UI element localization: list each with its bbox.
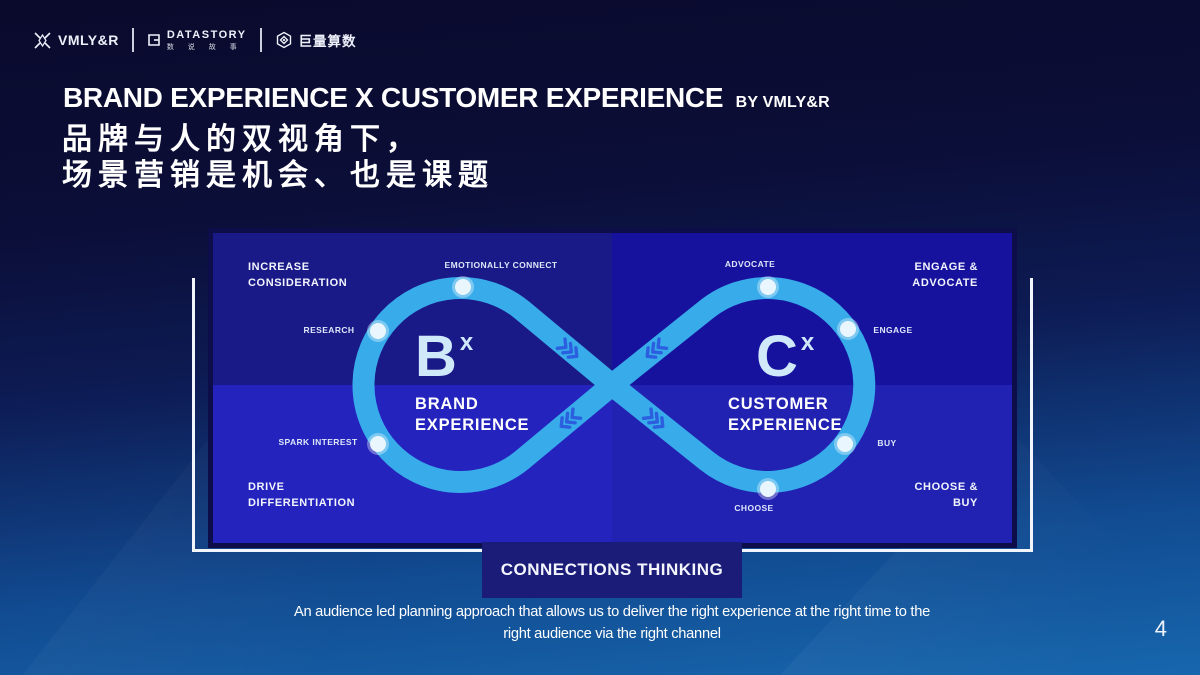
corner-label-line: INCREASE <box>248 261 310 273</box>
corner-label-engage-advocate: ENGAGE & ADVOCATE <box>912 259 978 291</box>
datastory-logo-subtext: 数 说 故 事 <box>166 43 243 51</box>
brand-experience-label: BRAND EXPERIENCE <box>415 394 529 436</box>
juliang-logo-text: 巨量算数 <box>298 34 357 49</box>
connections-thinking-banner: CONNECTIONS THINKING <box>482 542 742 598</box>
logo-divider <box>259 28 262 52</box>
datastory-logo-text: DATASTORY <box>166 28 247 41</box>
logo-bar: VMLY&R DATASTORY 数 说 故 事 <box>33 28 357 52</box>
description-line-1: An audience led planning approach that a… <box>294 603 930 620</box>
logo-vmlyr: VMLY&R <box>33 31 119 50</box>
corner-label-choose-buy: CHOOSE & BUY <box>915 479 978 511</box>
datastory-icon <box>148 34 160 46</box>
stage-label-choose: CHOOSE <box>734 503 774 513</box>
corner-label-line: CONSIDERATION <box>248 277 348 289</box>
logo-divider <box>131 28 134 52</box>
corner-label-drive-differentiation: DRIVE DIFFERENTIATION <box>248 479 355 511</box>
dot-emotionally-connect <box>455 279 471 295</box>
juliang-hexagon-icon <box>276 31 291 49</box>
title-byline: BY VMLY&R <box>735 94 830 111</box>
corner-label-line: ADVOCATE <box>912 277 978 289</box>
brand-label-line: EXPERIENCE <box>415 416 530 434</box>
stage-label-research: RESEARCH <box>303 325 355 335</box>
subtitle-line-2: 场景营销是机会、也是课题 <box>62 159 494 192</box>
dot-spark-interest <box>370 436 386 452</box>
stage-dots <box>367 276 859 500</box>
corner-label-line: CHOOSE & <box>914 481 978 493</box>
title-main: BRAND EXPERIENCE X CUSTOMER EXPERIENCE <box>63 82 724 113</box>
page-number: 4 <box>1154 616 1167 641</box>
dot-advocate <box>760 279 776 295</box>
brand-label-line: BRAND <box>415 395 479 413</box>
dot-buy <box>837 436 853 452</box>
corner-label-line: ENGAGE & <box>914 261 978 273</box>
logo-juliang: 巨量算数 <box>275 30 357 50</box>
infinity-loop-graphic <box>352 276 876 500</box>
dot-research <box>370 323 386 339</box>
bx-letter-b: B <box>415 324 457 389</box>
page-title: BRAND EXPERIENCE X CUSTOMER EXPERIENCE B… <box>63 82 830 114</box>
corner-label-line: DIFFERENTIATION <box>248 497 356 509</box>
experience-loop-panel: INCREASE CONSIDERATION ENGAGE & ADVOCATE… <box>208 228 1017 548</box>
corner-label-increase-consideration: INCREASE CONSIDERATION <box>248 259 347 291</box>
stage-label-buy: BUY <box>877 438 897 448</box>
cx-letter-c: C <box>756 324 798 389</box>
customer-label-line: CUSTOMER <box>728 395 829 413</box>
dot-engage <box>840 321 856 337</box>
customer-experience-label: CUSTOMER EXPERIENCE <box>728 394 842 436</box>
dot-choose <box>760 481 776 497</box>
stage-label-emotionally-connect: EMOTIONALLY CONNECT <box>444 260 558 270</box>
description-line-2: right audience via the right channel <box>503 625 721 642</box>
cx-superscript-x: x <box>800 329 815 356</box>
stage-label-spark-interest: SPARK INTEREST <box>278 437 358 447</box>
logo-datastory: DATASTORY 数 说 故 事 <box>147 28 247 51</box>
vmlyr-logo-text: VMLY&R <box>58 32 119 48</box>
stage-label-engage: ENGAGE <box>873 325 913 335</box>
bx-superscript-x: x <box>459 329 474 356</box>
vmlyr-diamond-icon <box>34 31 51 49</box>
stage-label-advocate: ADVOCATE <box>724 259 776 269</box>
customer-label-line: EXPERIENCE <box>728 416 843 434</box>
subtitle-line-1: 品牌与人的双视角下， <box>62 123 422 156</box>
subtitle-chinese: 品牌与人的双视角下， 场景营销是机会、也是课题 <box>62 122 494 194</box>
corner-label-line: DRIVE <box>248 481 285 493</box>
description-text: An audience led planning approach that a… <box>12 601 1200 645</box>
corner-label-line: BUY <box>952 497 978 509</box>
